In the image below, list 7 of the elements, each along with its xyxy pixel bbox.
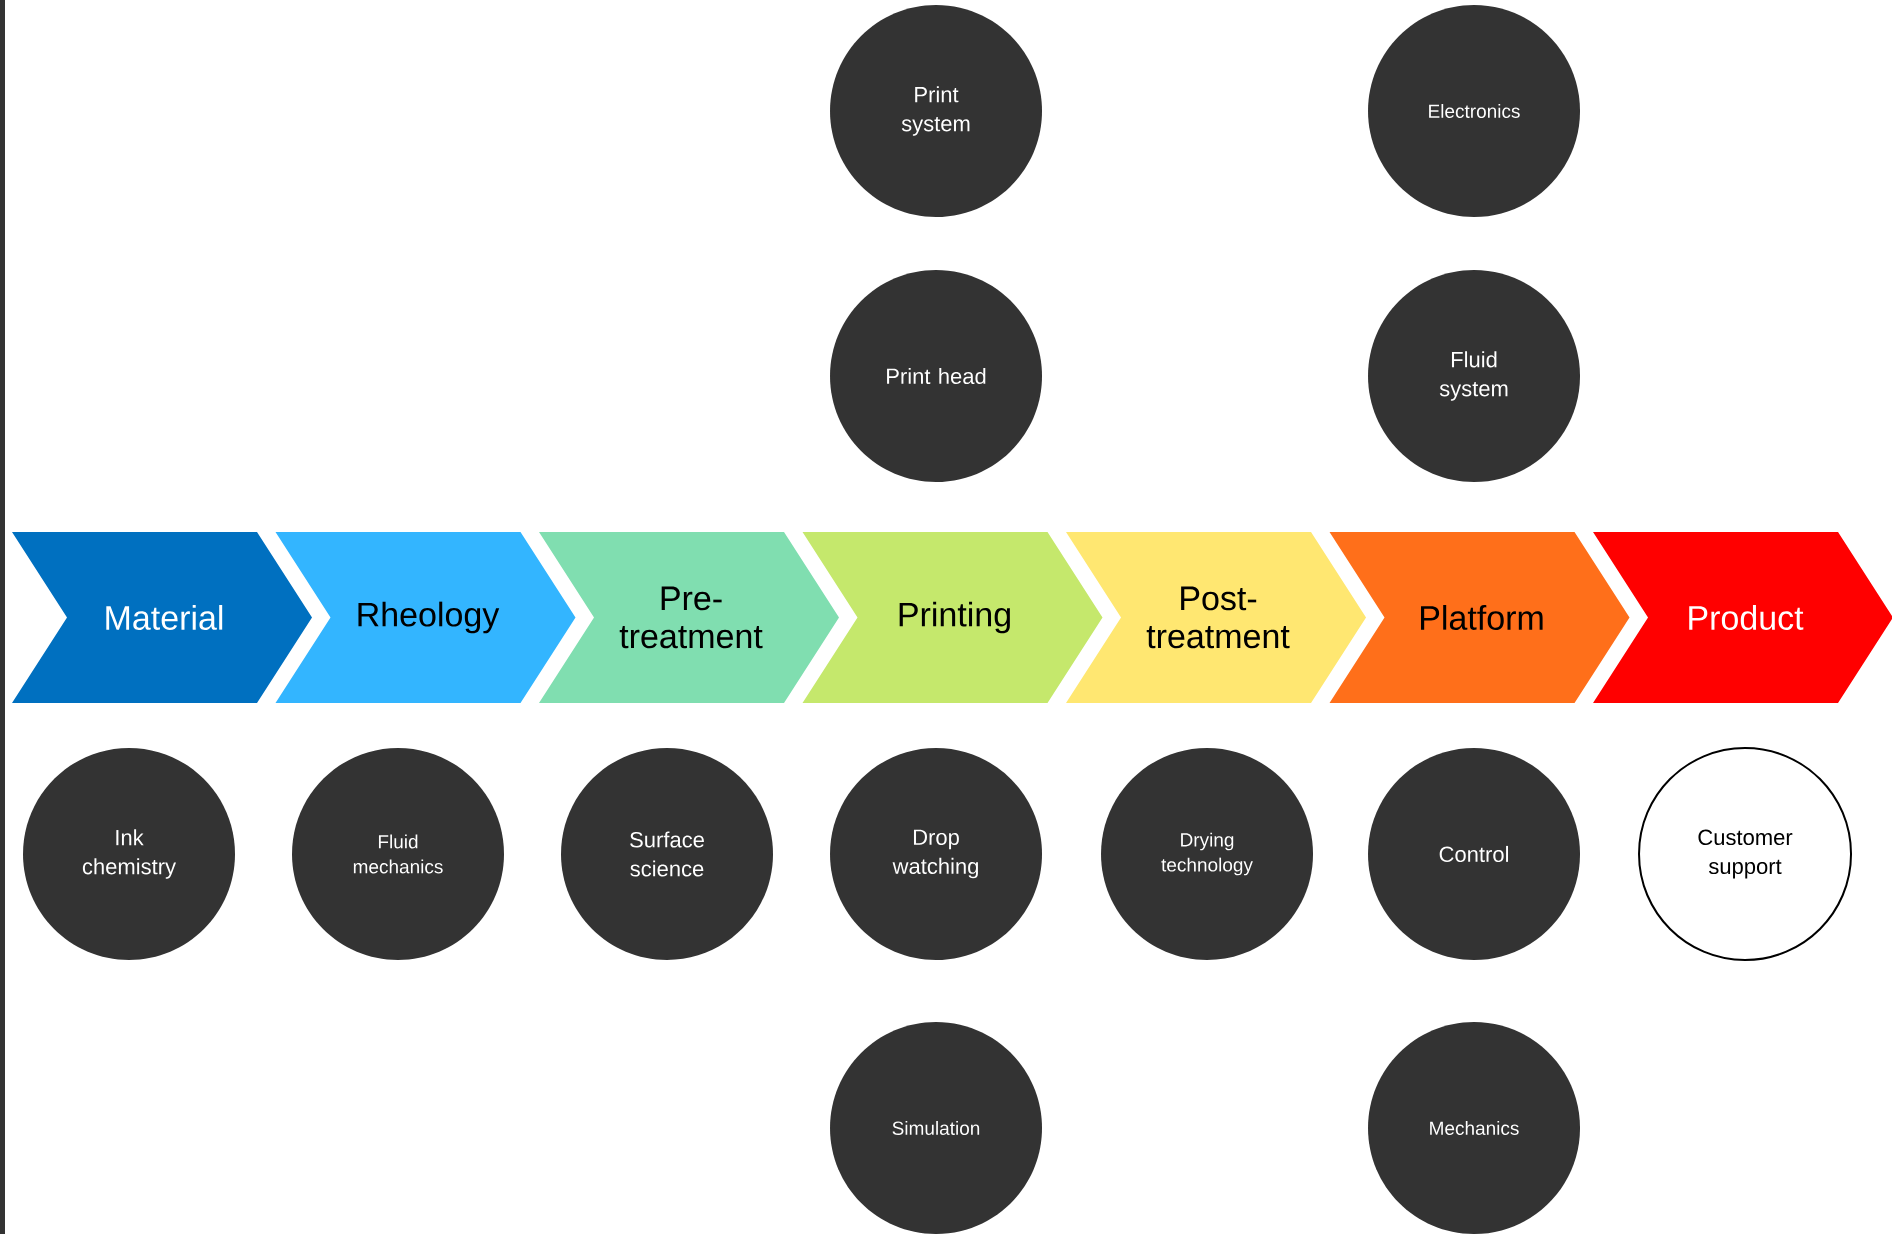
process-step: Post-treatment — [1066, 532, 1366, 703]
process-step: Product — [1593, 532, 1892, 703]
process-step: Pre-treatment — [539, 532, 839, 703]
process-step: Material — [12, 532, 312, 703]
process-step: Platform — [1329, 532, 1630, 703]
process-step: Rheology — [275, 532, 576, 703]
process-step: Printing — [802, 532, 1103, 703]
